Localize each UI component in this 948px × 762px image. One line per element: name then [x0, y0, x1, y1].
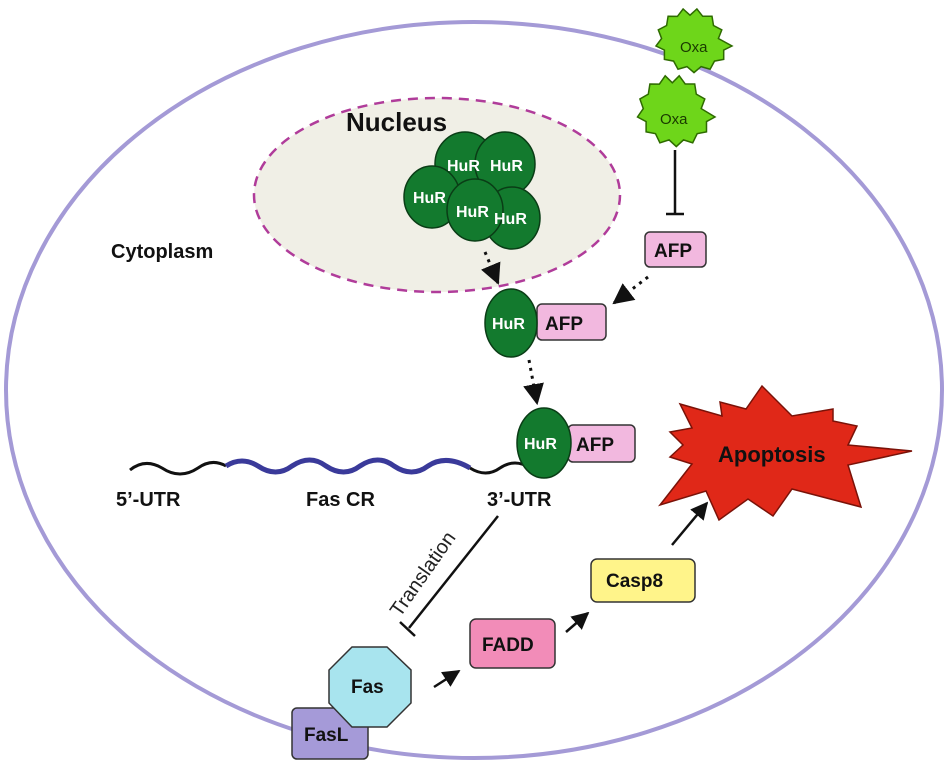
arrow-casp8-to-apoptosis — [671, 501, 709, 546]
hur-label: HuR — [524, 436, 557, 453]
oxa-star — [636, 74, 717, 148]
apoptosis-burst — [657, 384, 913, 522]
mrna-5utr — [129, 461, 227, 476]
hur-cluster: HuR HuR HuR HuR HuR — [403, 131, 541, 250]
fasl-label: FasL — [304, 725, 349, 746]
utr5-label: 5’-UTR — [116, 489, 181, 511]
nucleus-label: Nucleus — [346, 107, 447, 137]
afp-label: AFP — [576, 435, 614, 456]
fas-cr-label: Fas CR — [306, 489, 375, 511]
arrow-fadd-to-casp8 — [565, 611, 590, 633]
arrow-fas-to-fadd — [433, 669, 461, 689]
fas-receptor — [328, 646, 412, 728]
oxa-label: Oxa — [680, 39, 708, 56]
fadd-box — [469, 618, 556, 669]
hur-protein — [516, 407, 572, 479]
translation-inhibition-bar — [399, 621, 416, 637]
mrna-3utr — [469, 461, 531, 475]
hur-label: HuR — [447, 158, 480, 175]
fas-label: Fas — [351, 677, 384, 698]
fadd-label: FADD — [482, 635, 534, 656]
afp-label: AFP — [545, 314, 583, 335]
hur-protein — [446, 178, 504, 242]
hur-label: HuR — [492, 316, 525, 333]
cell-membrane — [4, 20, 944, 760]
afp-label: AFP — [654, 241, 692, 262]
oxa-label: Oxa — [660, 111, 688, 128]
cytoplasm-label: Cytoplasm — [111, 241, 213, 263]
casp8-box — [590, 558, 696, 603]
dotted-arrow — [481, 251, 501, 285]
hur-label: HuR — [494, 211, 527, 228]
mrna-fas-cr — [224, 457, 472, 475]
hur-label: HuR — [413, 190, 446, 207]
hur-label: HuR — [490, 158, 523, 175]
apoptosis-label: Apoptosis — [718, 442, 826, 467]
hur-protein — [484, 288, 538, 358]
oxa-star — [654, 7, 734, 74]
hur-label: HuR — [456, 204, 489, 221]
utr3-label: 3’-UTR — [487, 489, 552, 511]
afp-box — [644, 231, 707, 268]
translation-inhibition-line — [408, 515, 499, 629]
casp8-label: Casp8 — [606, 571, 663, 592]
